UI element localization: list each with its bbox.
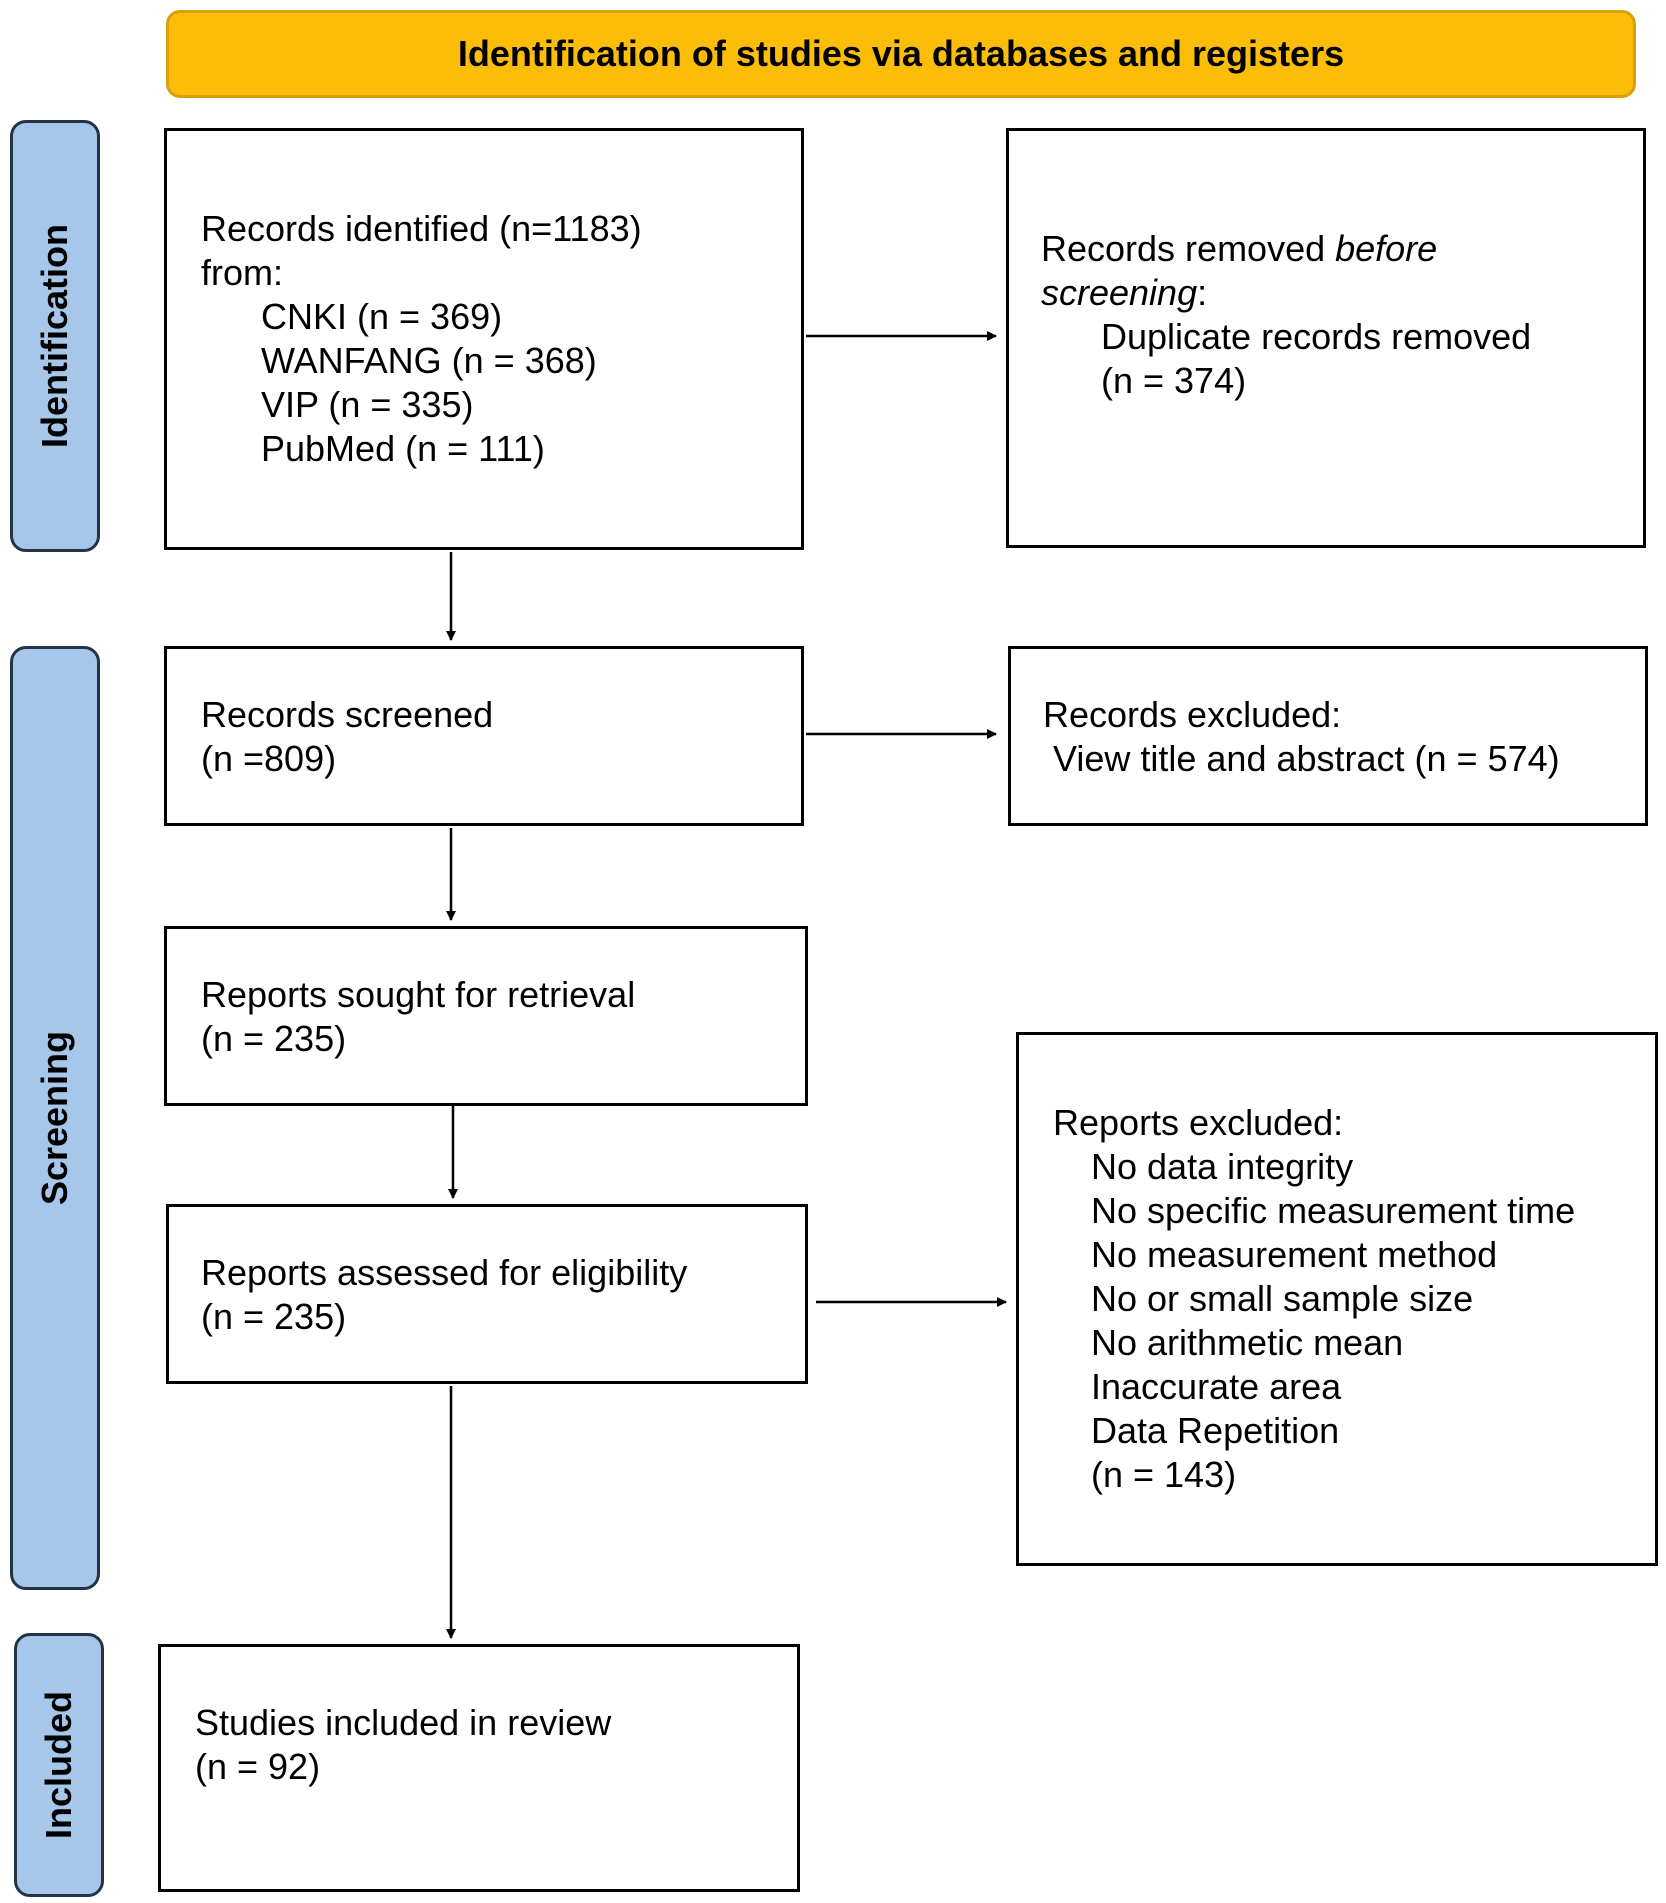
reports-excluded-count: (n = 143)	[1091, 1454, 1237, 1495]
records-removed-box: Records removed before screening: Duplic…	[1006, 128, 1646, 548]
records-removed-prefix: Records removed	[1041, 228, 1336, 269]
reports-assessed-title: Reports assessed for eligibility	[201, 1252, 688, 1293]
records-removed-item: Duplicate records removed	[1101, 316, 1532, 357]
records-identified-title: Records identified (n=1183)	[201, 208, 642, 249]
reports-sought-box: Reports sought for retrieval (n = 235)	[164, 926, 808, 1106]
records-removed-before: before	[1335, 228, 1438, 269]
records-removed-screening: screening	[1041, 272, 1198, 313]
reports-excluded-reason: No measurement method	[1091, 1234, 1498, 1275]
reports-excluded-reason: No or small sample size	[1091, 1278, 1474, 1319]
reports-assessed-box: Reports assessed for eligibility (n = 23…	[166, 1204, 808, 1384]
reports-assessed-count: (n = 235)	[201, 1296, 347, 1337]
records-removed-colon: :	[1197, 272, 1208, 313]
reports-excluded-reason: No arithmetic mean	[1091, 1322, 1404, 1363]
source-item: WANFANG (n = 368)	[261, 340, 597, 381]
studies-included-title: Studies included in review	[195, 1702, 612, 1743]
records-identified-box: Records identified (n=1183) from: CNKI (…	[164, 128, 804, 550]
header-banner: Identification of studies via databases …	[166, 10, 1636, 98]
phase-included: Included	[14, 1633, 104, 1897]
source-item: CNKI (n = 369)	[261, 296, 503, 337]
records-excluded-reason: View title and abstract (n = 574)	[1053, 738, 1560, 779]
studies-included-count: (n = 92)	[195, 1746, 321, 1787]
reports-excluded-reason: No specific measurement time	[1091, 1190, 1576, 1231]
records-removed-title-line1: Records removed before	[1041, 227, 1643, 271]
records-excluded-title: Records excluded:	[1043, 694, 1342, 735]
records-removed-count: (n = 374)	[1101, 360, 1247, 401]
source-item: PubMed (n = 111)	[261, 428, 545, 469]
header-title: Identification of studies via databases …	[457, 33, 1345, 74]
records-excluded-box: Records excluded: View title and abstrac…	[1008, 646, 1648, 826]
records-screened-count: (n =809)	[201, 738, 337, 779]
reports-excluded-reason: Inaccurate area	[1091, 1366, 1342, 1407]
reports-excluded-reason: No data integrity	[1091, 1146, 1354, 1187]
records-screened-title: Records screened	[201, 694, 494, 735]
studies-included-box: Studies included in review (n = 92)	[158, 1644, 800, 1892]
phase-screening: Screening	[10, 646, 100, 1590]
reports-sought-count: (n = 235)	[201, 1018, 347, 1059]
reports-excluded-title: Reports excluded:	[1053, 1102, 1344, 1143]
phase-identification: Identification	[10, 120, 100, 552]
source-item: VIP (n = 335)	[261, 384, 474, 425]
records-removed-title-line2: screening:	[1041, 271, 1643, 315]
reports-sought-title: Reports sought for retrieval	[201, 974, 636, 1015]
reports-excluded-reason: Data Repetition	[1091, 1410, 1340, 1451]
records-identified-from: from:	[201, 252, 284, 293]
records-screened-box: Records screened (n =809)	[164, 646, 804, 826]
reports-excluded-box: Reports excluded: No data integrity No s…	[1016, 1032, 1658, 1566]
